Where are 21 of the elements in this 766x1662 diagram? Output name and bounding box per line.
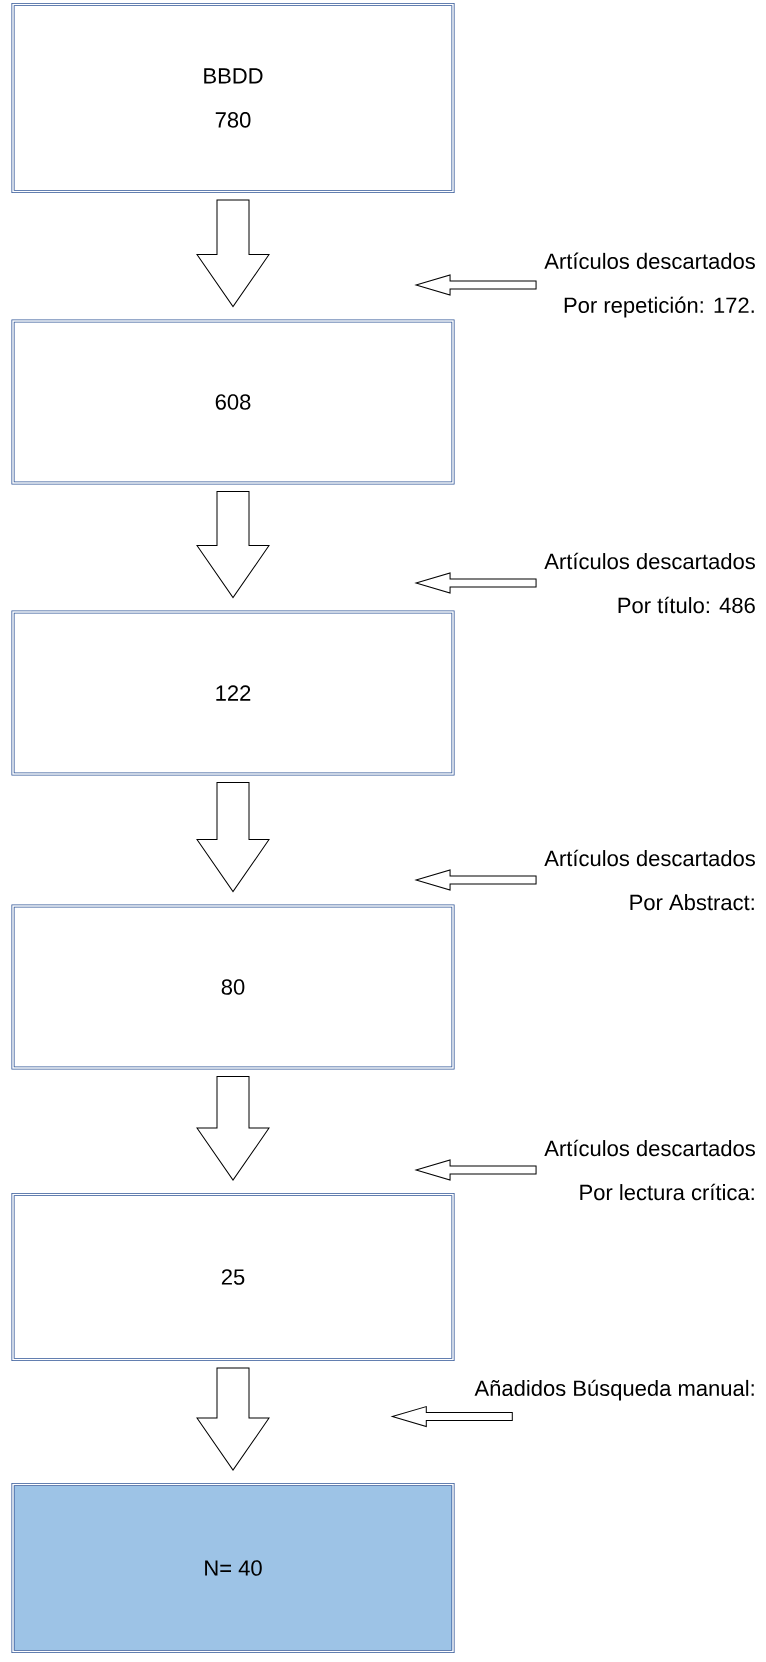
process-box: 25 xyxy=(11,1192,455,1362)
process-box: 80 xyxy=(11,904,455,1070)
side-note: Artículos descartados Por lectura crítica: xyxy=(544,1139,755,1201)
block-arrow xyxy=(415,572,537,594)
process-box: 122 xyxy=(11,610,455,776)
block-arrow xyxy=(196,199,270,308)
block-arrow xyxy=(415,1159,537,1181)
block-arrow xyxy=(196,1367,270,1471)
block-arrow xyxy=(196,490,270,599)
block-arrow xyxy=(415,869,537,891)
side-note: Artículos descartados Por título: 486 xyxy=(544,552,755,614)
block-arrow xyxy=(391,1406,513,1428)
side-note: Añadidos Búsqueda manual: xyxy=(474,1379,754,1401)
block-arrow xyxy=(196,781,270,893)
block-arrow xyxy=(415,274,537,296)
block-arrow xyxy=(196,1075,270,1181)
process-box: BBDD 780 xyxy=(11,2,455,194)
process-box: N= 40 xyxy=(11,1482,455,1654)
process-box: 608 xyxy=(11,319,455,485)
side-note: Artículos descartados Por Abstract: xyxy=(544,849,755,911)
side-note: Artículos descartados Por repetición: 172. xyxy=(544,252,755,318)
